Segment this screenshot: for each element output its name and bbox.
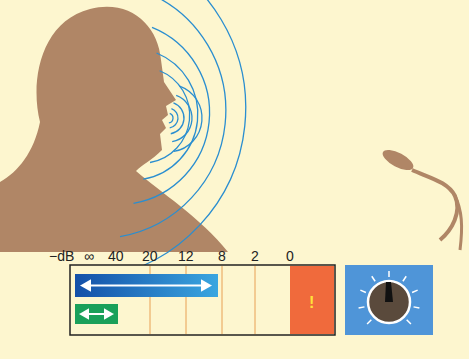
knob-tick — [412, 290, 418, 292]
scale-number: 2 — [251, 249, 259, 263]
warning-mark: ! — [309, 295, 314, 311]
knob-tick — [372, 276, 375, 281]
knob-tick — [388, 271, 390, 277]
gain-knob — [345, 265, 433, 335]
wave-arc — [120, 0, 226, 237]
scale-number: 8 — [218, 249, 226, 263]
scale-number: ∞ — [84, 249, 94, 263]
scale-number: 20 — [142, 249, 158, 263]
knob-tick — [414, 307, 420, 308]
wave-arc — [150, 71, 190, 163]
wave-arc — [171, 103, 184, 134]
knob-tick — [359, 307, 365, 308]
knob-tick — [360, 290, 366, 292]
scale-number: 12 — [178, 249, 194, 263]
wave-arc — [170, 109, 178, 128]
speaker-silhouette — [0, 7, 228, 252]
wave-arc — [169, 113, 173, 123]
knob-tick — [407, 320, 411, 324]
knob-tick — [367, 320, 371, 324]
knob-tick — [403, 276, 406, 281]
unit-label: −dB — [49, 249, 74, 263]
microphone — [380, 146, 462, 250]
level-meter — [70, 265, 335, 335]
scale-number: 40 — [108, 249, 124, 263]
sound-waves — [104, 0, 246, 277]
wave-arc — [104, 0, 246, 277]
scale-number: 0 — [286, 249, 294, 263]
wave-arc — [134, 27, 210, 203]
wave-arc — [143, 53, 198, 179]
